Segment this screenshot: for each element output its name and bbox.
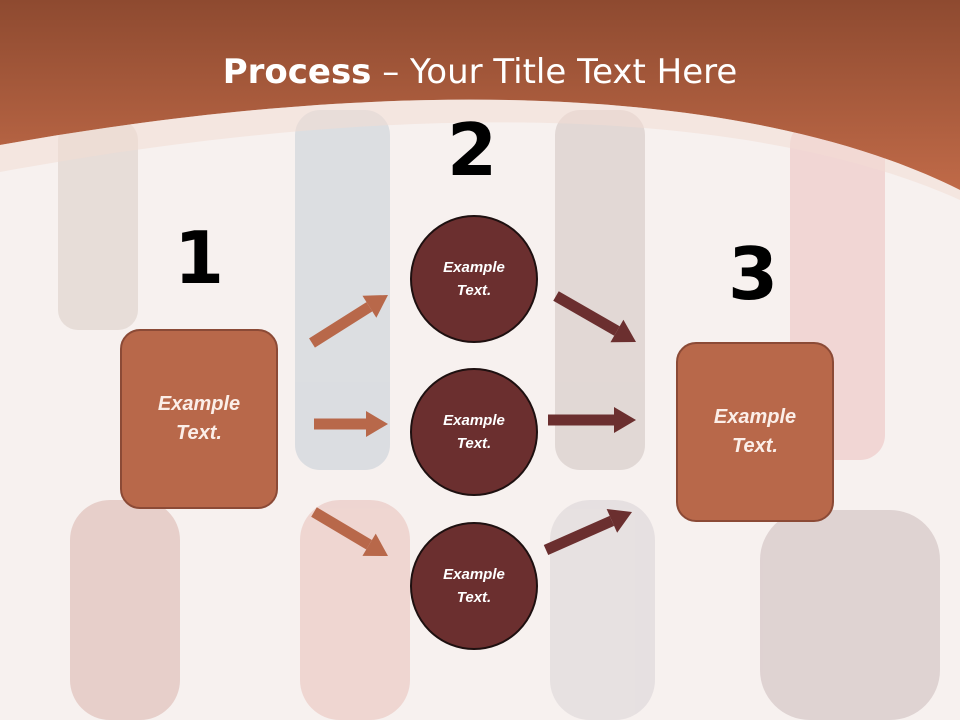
step-number-3: 3: [727, 232, 779, 316]
circle-middle-line2: Text.: [456, 435, 492, 452]
step-number-1: 1: [173, 216, 225, 300]
process-box-left: Example Text.: [120, 329, 278, 509]
circle-bottom-line2: Text.: [456, 589, 492, 606]
box-right-line1: Example: [713, 406, 797, 428]
process-box-right: Example Text.: [676, 342, 834, 522]
box-left-line1: Example: [157, 393, 241, 415]
header-highlight: [0, 99, 960, 200]
box-right-line2: Text.: [732, 435, 778, 457]
process-circle-middle: Example Text.: [410, 368, 538, 496]
step-number-2: 2: [446, 108, 498, 192]
process-circle-top: Example Text.: [410, 215, 538, 343]
header-band: [0, 0, 960, 190]
box-left-line2: Text.: [176, 422, 222, 444]
slide-title: Process – Your Title Text Here: [0, 52, 960, 92]
title-bold: Process: [222, 52, 372, 92]
process-circle-bottom: Example Text.: [410, 522, 538, 650]
circle-top-line2: Text.: [456, 282, 492, 299]
title-rest: – Your Title Text Here: [371, 52, 738, 92]
circle-middle-line1: Example: [443, 412, 505, 429]
circle-bottom-line1: Example: [443, 566, 505, 583]
circle-top-line1: Example: [443, 259, 505, 276]
